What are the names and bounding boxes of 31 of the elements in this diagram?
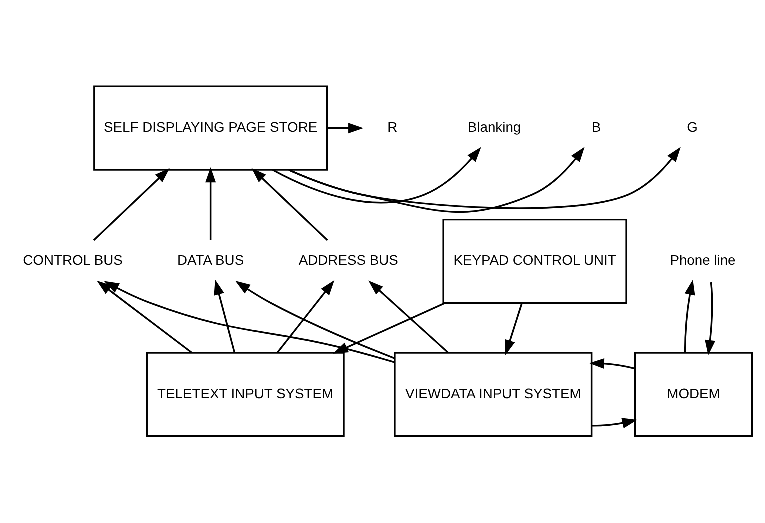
arrow [368,280,449,354]
arrow [104,281,396,364]
node-text: Phone line [670,252,736,268]
node-text: R [388,118,398,135]
node-text: CONTROL BUS [23,252,123,268]
node-box: KEYPAD CONTROL UNIT [442,218,628,304]
node-box: VIEWDATA INPUT SYSTEM [394,352,593,438]
node-text: B [592,118,602,135]
arrow [327,123,364,134]
node-text: DATA BUS [178,252,244,268]
arrow [235,281,395,360]
arrow [589,358,636,370]
arrow [252,168,328,242]
node-text: Blanking [468,118,522,135]
arrow [276,280,335,354]
node-text: ADDRESS BUS [298,252,398,268]
arrow [684,280,696,353]
node-box: SELF DISPLAYING PAGE STORE [94,86,328,171]
arrow [93,168,170,242]
node-text: G [687,118,698,135]
arrow [214,280,236,354]
arrow [97,280,192,354]
arrow [333,302,446,354]
arrow [705,282,716,356]
arrow [206,168,216,240]
arrow [288,147,585,214]
arrow [592,418,638,428]
arrow [272,147,482,204]
node-box: TELETEXT INPUT SYSTEM [146,352,345,438]
node-box: MODEM [634,352,754,438]
arrow [505,303,523,356]
